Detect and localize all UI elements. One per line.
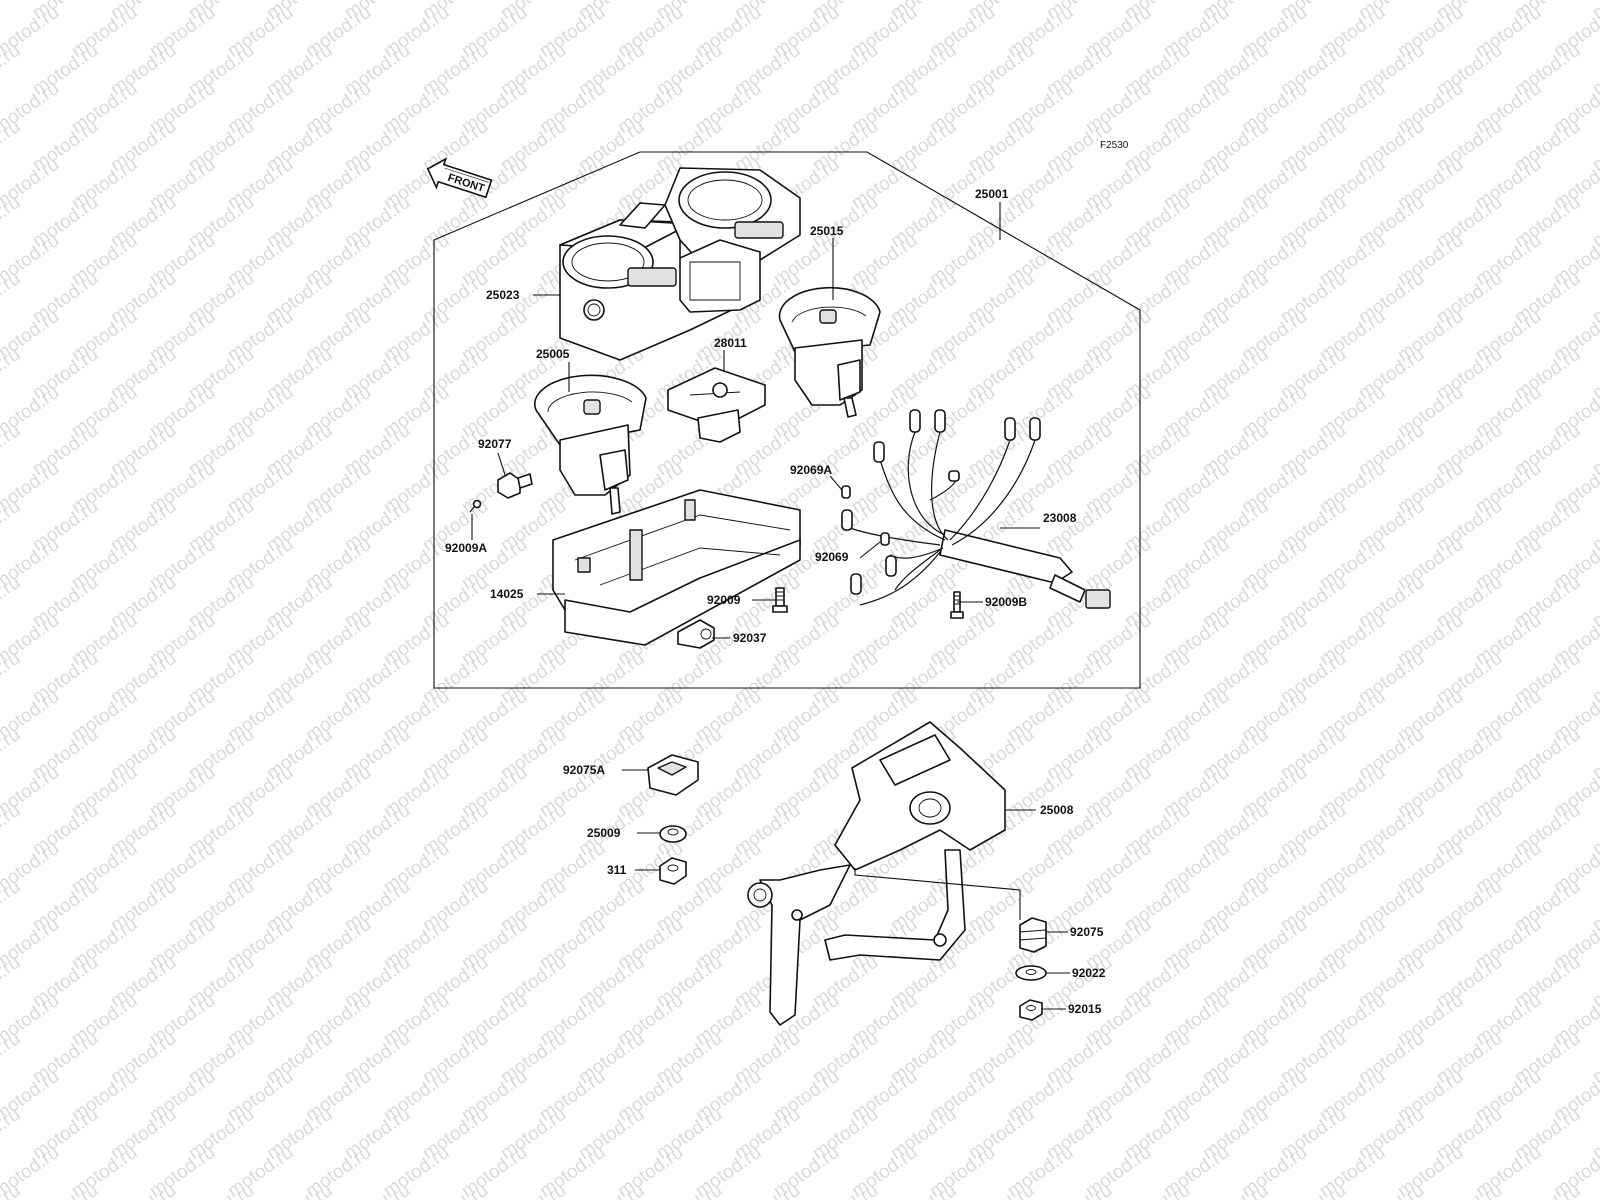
watermark-text: motod.ru <box>263 1180 336 1200</box>
watermark-text: motod.ru <box>731 1180 804 1200</box>
damper-92075A-part <box>647 754 699 796</box>
label-25015: 25015 <box>810 224 844 238</box>
watermark-text: motod.ru <box>29 1180 102 1200</box>
label-25005: 25005 <box>536 347 570 361</box>
label-92069A: 92069A <box>790 463 832 477</box>
label-25008: 25008 <box>1040 803 1074 817</box>
watermark-text: motod.ru <box>1277 1180 1350 1200</box>
watermark-text: motod.ru <box>1433 1180 1506 1200</box>
speedometer-part <box>533 374 647 515</box>
watermark-text: motod.ru <box>497 1180 570 1200</box>
watermark-text: motod.ru <box>1121 1180 1194 1200</box>
label-25009: 25009 <box>587 826 621 840</box>
meter-bracket-part <box>747 721 1006 1026</box>
label-28011: 28011 <box>714 336 747 350</box>
clamp-92037-part <box>677 619 715 649</box>
nut-311-part <box>659 857 687 885</box>
label-25023: 25023 <box>486 288 520 302</box>
watermark-text: motod.ru <box>653 1180 726 1200</box>
meter-cover-part <box>552 489 801 646</box>
bulb-92069-part <box>880 532 890 546</box>
part-labels: 25001 25023 25015 25005 28011 92077 9206… <box>445 187 1106 1016</box>
watermark-text: motod.ru <box>887 1180 960 1200</box>
figure-code: F2530 <box>1100 140 1129 151</box>
label-92009B: 92009B <box>985 595 1027 609</box>
bulb-92069A-part <box>841 485 851 499</box>
assembly-outline <box>433 151 1141 689</box>
watermark-text: motod.ru <box>1511 1180 1584 1200</box>
nut-92015-part <box>1019 999 1043 1021</box>
watermark-text: motod.ru <box>965 1180 1038 1200</box>
watermark-text: motod.ru <box>1589 1180 1600 1200</box>
collar-25009-part <box>659 825 687 843</box>
watermark-text: motod.ru <box>1199 1180 1272 1200</box>
fuel-gauge-part <box>667 367 766 443</box>
label-14025: 14025 <box>490 587 524 601</box>
watermark-text: motod.ru <box>1355 1180 1428 1200</box>
label-92075: 92075 <box>1070 925 1104 939</box>
trip-knob-part <box>497 472 533 499</box>
watermark-text: motod.ru <box>809 1180 882 1200</box>
bolt-92009B-part <box>950 591 964 619</box>
tachometer-part <box>778 286 881 418</box>
meter-case-part <box>559 167 801 361</box>
leader-lines <box>471 202 1070 1010</box>
label-92015: 92015 <box>1068 1002 1102 1016</box>
watermark-text: motod.ru <box>1589 0 1600 24</box>
label-92075A: 92075A <box>563 763 605 777</box>
watermark-text: motod.ru <box>1043 1180 1116 1200</box>
watermark-text: motod.ru <box>419 1180 492 1200</box>
watermark-text: motod.ru <box>185 1180 258 1200</box>
washer-92022-part <box>1015 965 1047 981</box>
label-92077: 92077 <box>478 437 512 451</box>
label-92009: 92009 <box>707 593 741 607</box>
bolt-92009-part <box>772 587 788 613</box>
label-92022: 92022 <box>1072 966 1106 980</box>
label-92037: 92037 <box>733 631 767 645</box>
watermark-text: motod.ru <box>107 1180 180 1200</box>
watermark-text: motod.ru <box>575 1180 648 1200</box>
label-92009A: 92009A <box>445 541 487 555</box>
label-25001: 25001 <box>975 187 1009 201</box>
watermark-text: motod.ru <box>341 1180 414 1200</box>
damper-92075-part <box>1019 917 1047 953</box>
wiring-harness-part <box>841 409 1111 609</box>
screw-92009A-part <box>469 499 482 513</box>
watermark-text: motod.ru <box>0 0 24 24</box>
label-92069: 92069 <box>815 550 849 564</box>
label-311: 311 <box>607 863 627 877</box>
label-23008: 23008 <box>1043 511 1077 525</box>
